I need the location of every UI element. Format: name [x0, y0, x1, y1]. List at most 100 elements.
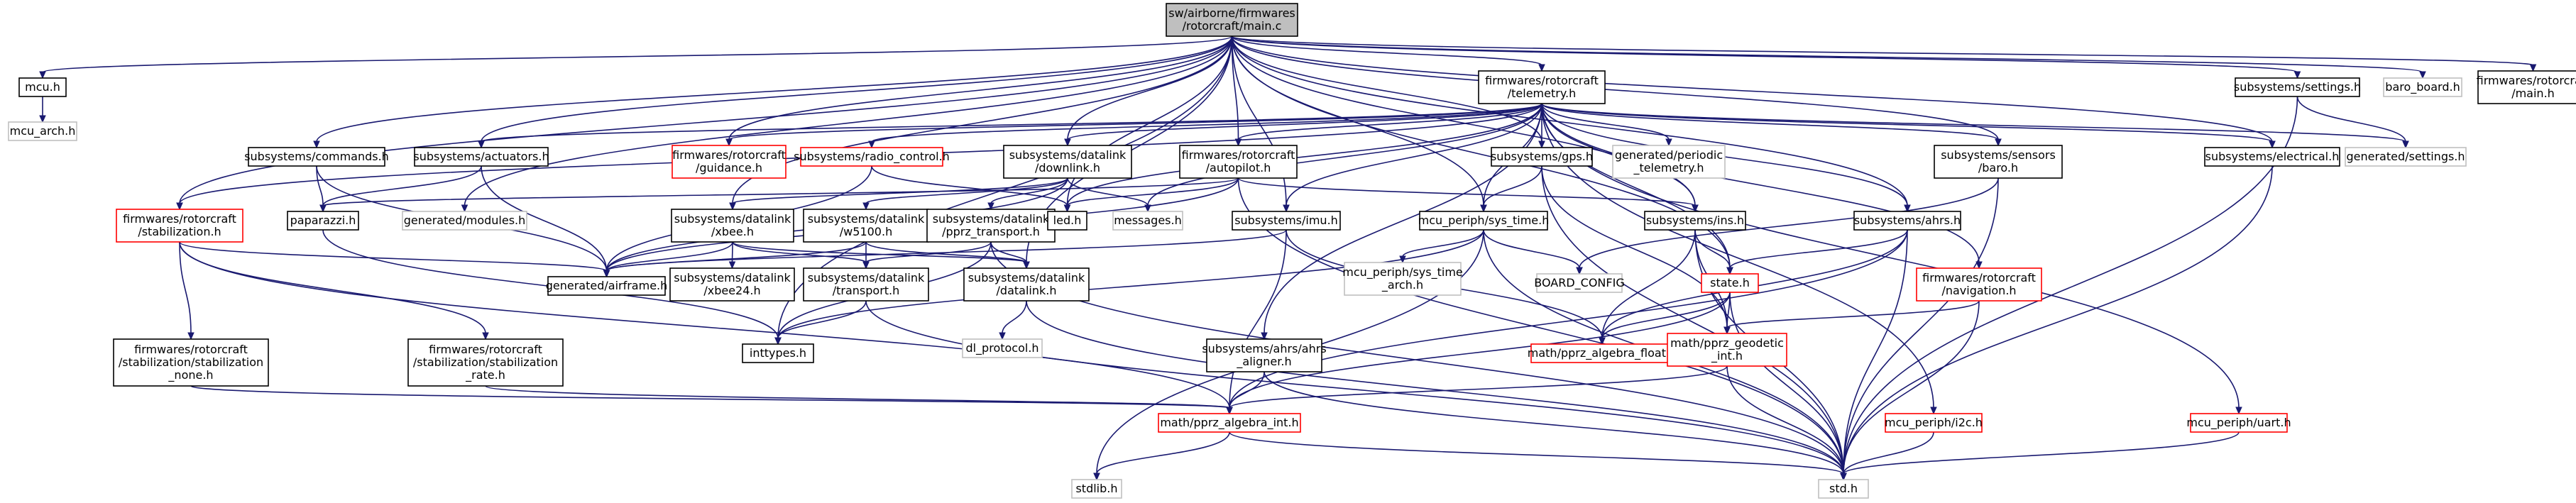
node-algebra-int[interactable]: math/pprz_algebra_int.h — [1158, 413, 1301, 433]
node-geodetic[interactable]: math/pprz_geodetic_int.h — [1667, 333, 1787, 367]
node-label: generated/airframe.h — [546, 279, 668, 292]
node-gen-settings[interactable]: generated/settings.h — [2345, 147, 2467, 167]
edge-gps-to-geodetic — [1541, 165, 1731, 335]
node-label: mcu_arch.h — [10, 124, 76, 138]
node-baro-board[interactable]: baro_board.h — [2383, 77, 2462, 97]
node-periodic[interactable]: generated/periodic_telemetry.h — [1612, 145, 1726, 179]
node-board-config[interactable]: BOARD_CONFIG — [1534, 273, 1625, 293]
node-datalink[interactable]: subsystems/datalink/datalink.h — [963, 267, 1090, 302]
node-autopilot[interactable]: firmwares/rotorcraft/autopilot.h — [1179, 145, 1298, 179]
node-commands[interactable]: subsystems/commands.h — [244, 147, 389, 167]
node-label: BOARD_CONFIG — [1534, 276, 1624, 290]
node-messages[interactable]: messages.h — [1112, 211, 1183, 231]
edge-i2c-to-std — [1840, 431, 1934, 481]
node-label: std.h — [1829, 482, 1858, 495]
node-box — [803, 267, 929, 302]
node-label: generated/settings.h — [2346, 150, 2465, 163]
node-xbee[interactable]: subsystems/datalink/xbee.h — [671, 209, 794, 243]
node-label: mcu_periph/sys_time.h — [1418, 214, 1550, 228]
node-label: firmwares/rotorcraft — [429, 343, 542, 356]
node-gps[interactable]: subsystems/gps.h — [1491, 147, 1593, 167]
edge-telemetry-to-periodic — [1541, 103, 1672, 147]
node-gen-airframe[interactable]: generated/airframe.h — [546, 276, 668, 296]
node-box — [1916, 267, 2042, 302]
edge-telemetry-to-i2c — [1541, 103, 1937, 415]
node-pprz-transport[interactable]: subsystems/datalink/pprz_transport.h — [926, 209, 1056, 243]
edge-telemetry-to-dl-downlink — [1064, 103, 1542, 147]
node-box — [1934, 145, 2063, 179]
node-ins[interactable]: subsystems/ins.h — [1644, 211, 1746, 231]
node-dl-protocol[interactable]: dl_protocol.h — [962, 338, 1043, 358]
node-inttypes[interactable]: inttypes.h — [742, 343, 814, 363]
edge-telemetry-to-state — [1541, 103, 1733, 275]
graph-nodes: sw/airborne/firmwares/rotorcraft/main.c m… — [8, 3, 2576, 499]
node-label: /xbee.h — [711, 225, 754, 238]
node-box — [547, 276, 666, 296]
node-state[interactable]: state.h — [1701, 273, 1759, 293]
node-i2c[interactable]: mcu_periph/i2c.h — [1885, 413, 1983, 433]
node-led[interactable]: led.h — [1047, 211, 1087, 231]
node-xbee24[interactable]: subsystems/datalink/xbee24.h — [669, 267, 795, 302]
node-electrical[interactable]: subsystems/electrical.h — [2204, 147, 2340, 167]
node-label: /pprz_transport.h — [942, 225, 1040, 239]
node-dl-downlink[interactable]: subsystems/datalink/downlink.h — [1003, 145, 1132, 179]
node-label: /guidance.h — [696, 161, 762, 175]
node-algebra-float[interactable]: math/pprz_algebra_float.h — [1528, 343, 1677, 363]
node-label: _aligner.h — [1236, 355, 1291, 369]
edge-settings-to-gen-settings — [2296, 96, 2409, 149]
node-stab-rate[interactable]: firmwares/rotorcraft/stabilization/stabi… — [407, 338, 564, 387]
node-guidance[interactable]: firmwares/rotorcraft/guidance.h — [672, 145, 786, 179]
node-sensors-baro[interactable]: subsystems/sensors/baro.h — [1934, 145, 2063, 179]
node-gen-modules[interactable]: generated/modules.h — [402, 211, 527, 231]
node-sys-time[interactable]: mcu_periph/sys_time.h — [1418, 211, 1550, 231]
node-uart[interactable]: mcu_periph/uart.h — [2186, 413, 2291, 433]
edge-pprz-transport-to-datalink — [990, 241, 1030, 270]
node-box — [1206, 338, 1322, 372]
node-mcu[interactable]: mcu.h — [18, 77, 67, 97]
node-stabilization[interactable]: firmwares/rotorcraft/stabilization.h — [116, 209, 243, 243]
node-w5100[interactable]: subsystems/datalink/w5100.h — [803, 209, 929, 243]
node-main[interactable]: sw/airborne/firmwares/rotorcraft/main.c — [1166, 3, 1298, 37]
node-box — [248, 147, 385, 167]
node-label: subsystems/radio_control.h — [794, 150, 950, 164]
node-stdlib[interactable]: stdlib.h — [1071, 479, 1122, 499]
node-label: /transport.h — [833, 284, 900, 297]
node-telemetry[interactable]: firmwares/rotorcraft/telemetry.h — [1478, 70, 1606, 104]
node-label: /telemetry.h — [1508, 87, 1577, 100]
node-box — [1612, 145, 1726, 179]
node-label: firmwares/rotorcraft — [1922, 271, 2036, 284]
edge-telemetry-to-sensors-baro — [1541, 103, 2002, 147]
edge-main-to-rc-main — [1231, 35, 2537, 72]
node-ahrs-aligner[interactable]: subsystems/ahrs/ahrs_aligner.h — [1202, 338, 1327, 372]
node-label: subsystems/datalink — [1009, 148, 1127, 162]
node-label: subsystems/datalink — [674, 212, 791, 226]
node-label: firmwares/rotorcraft — [134, 343, 248, 356]
edge-telemetry-to-guidance — [725, 103, 1542, 147]
node-imu[interactable]: subsystems/imu.h — [1232, 211, 1341, 231]
edge-gps-to-sys-time — [1480, 165, 1542, 213]
node-stab-none[interactable]: firmwares/rotorcraft/stabilization/stabi… — [113, 338, 269, 387]
node-actuators[interactable]: subsystems/actuators.h — [413, 147, 549, 167]
node-paparazzi[interactable]: paparazzi.h — [287, 211, 359, 231]
node-dl-transport[interactable]: subsystems/datalink/transport.h — [803, 267, 929, 302]
node-sys-time-arch[interactable]: mcu_periph/sys_time_arch.h — [1342, 262, 1463, 296]
node-label: subsystems/gps.h — [1491, 150, 1593, 163]
node-label: subsystems/ins.h — [1646, 214, 1744, 227]
node-ahrs[interactable]: subsystems/ahrs.h — [1853, 211, 1961, 231]
node-label: generated/modules.h — [404, 214, 526, 227]
edge-stab-rate-to-algebra-int — [485, 385, 1233, 415]
node-label: subsystems/datalink — [933, 212, 1050, 226]
node-label: _arch.h — [1381, 278, 1423, 292]
node-mcu-arch[interactable]: mcu_arch.h — [8, 121, 77, 141]
node-label: math/pprz_geodetic — [1670, 336, 1784, 350]
edge-geodetic-to-algebra-int — [1226, 365, 1728, 415]
node-box — [1047, 211, 1087, 231]
node-navigation[interactable]: firmwares/rotorcraft/navigation.h — [1916, 267, 2042, 302]
edge-telemetry-to-electrical — [1541, 103, 2276, 149]
node-std[interactable]: std.h — [1818, 479, 1869, 499]
node-rc-main[interactable]: firmwares/rotorcraft/main.h — [2477, 70, 2576, 104]
edge-stabilization-to-stab-none — [179, 241, 194, 341]
node-box — [2477, 70, 2576, 104]
node-radio[interactable]: subsystems/radio_control.h — [794, 147, 950, 167]
node-settings[interactable]: subsystems/settings.h — [2234, 77, 2361, 97]
